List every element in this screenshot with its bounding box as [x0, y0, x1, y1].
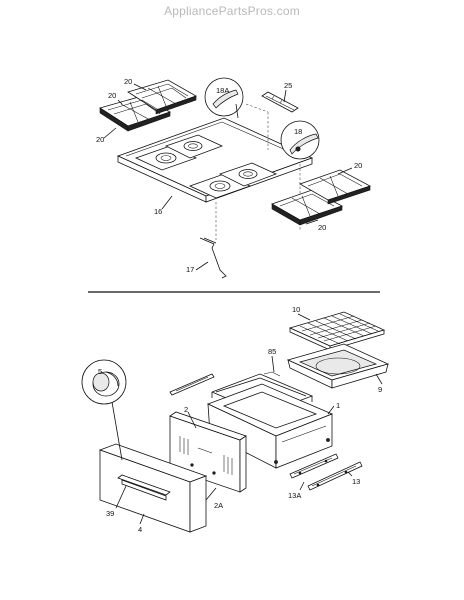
callout-bubble-18[interactable] — [280, 120, 320, 160]
callout-4: 4 — [138, 525, 142, 534]
broiler-rack-part-10[interactable] — [288, 311, 386, 351]
callout-bubble-18A[interactable] — [204, 77, 244, 119]
callout-2: 2 — [184, 405, 188, 414]
callout-17: 17 — [186, 265, 194, 274]
drawer-slide-part-13A[interactable] — [289, 453, 339, 479]
callout-85: 85 — [268, 347, 276, 356]
callout-20-lower-left: 20 — [96, 135, 104, 144]
grate-part-20-right-pair[interactable] — [271, 169, 372, 226]
part-25-bar[interactable] — [261, 91, 299, 113]
callout-13A: 13A — [288, 491, 301, 500]
broiler-pan-part-9[interactable] — [286, 343, 390, 389]
callout-bubble-5[interactable] — [81, 359, 127, 405]
drawer-rod-upper[interactable] — [169, 373, 215, 396]
callout-18: 18 — [294, 127, 302, 136]
drawer-front-part-4[interactable] — [98, 443, 208, 533]
callout-20-mid-left: 20 — [108, 91, 116, 100]
callout-16: 16 — [154, 207, 162, 216]
callout-18A: 18A — [216, 86, 229, 95]
callout-5: 5 — [98, 367, 102, 376]
callout-25: 25 — [284, 81, 292, 90]
callout-39: 39 — [106, 509, 114, 518]
callout-1: 1 — [336, 401, 340, 410]
callout-20-top-left: 20 — [124, 77, 132, 86]
grate-part-20-left-pair[interactable] — [99, 79, 197, 132]
callout-10: 10 — [292, 305, 300, 314]
watermark-text: AppliancePartsPros.com — [164, 4, 300, 18]
callout-13: 13 — [352, 477, 360, 486]
callout-9: 9 — [378, 385, 382, 394]
drawer-handle-part-39[interactable] — [117, 474, 171, 496]
callout-20-right-lower: 20 — [318, 223, 326, 232]
cooktop-main-top-part-16[interactable] — [116, 117, 314, 203]
drawer-slide-part-13[interactable] — [307, 461, 363, 491]
part-17-support-rod[interactable] — [199, 237, 227, 279]
callout-20-right-upper: 20 — [354, 161, 362, 170]
callout-2A: 2A — [214, 501, 223, 510]
